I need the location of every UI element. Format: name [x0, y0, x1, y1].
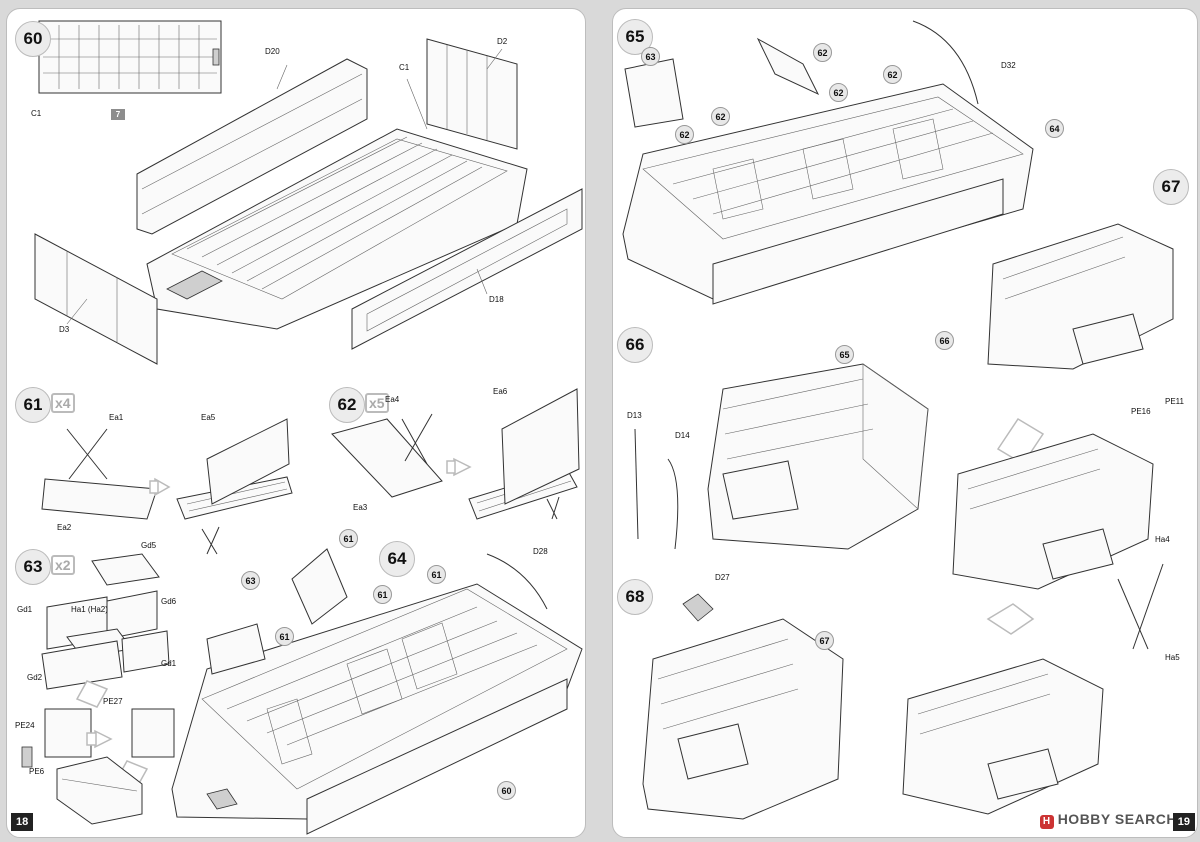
part-label-d3: D3 — [59, 325, 70, 334]
part-label-ea2: Ea2 — [57, 523, 72, 532]
part-label-ea1: Ea1 — [109, 413, 124, 422]
step-68-number: 68 — [617, 579, 653, 615]
step60-chassis — [34, 38, 583, 365]
part-label-pe6: PE6 — [29, 767, 45, 776]
watermark-text: HOBBY SEARCH — [1057, 811, 1177, 827]
step61-seat-parts — [41, 418, 293, 555]
page-number-right: 19 — [1172, 813, 1195, 831]
part-label-d28: D28 — [533, 547, 548, 556]
right-page-drawings — [622, 20, 1174, 820]
part-label-d14: D14 — [675, 431, 690, 440]
part-label-pe11: PE11 — [1165, 397, 1184, 406]
step65-assembly — [622, 20, 1034, 305]
page-number: 18 — [11, 813, 34, 831]
step-callout-61-c: 61 — [427, 565, 446, 584]
step-callout-63: 63 — [241, 571, 260, 590]
step-callout-64: 64 — [1045, 119, 1064, 138]
watermark-logo-icon: H — [1039, 815, 1054, 829]
step-callout-62-b: 62 — [829, 83, 848, 102]
instruction-page-left: 60 61 x4 62 x5 63 x2 64 C1 7 D20 C1 D2 D… — [6, 8, 586, 838]
part-label-gd1: Gd1 — [17, 605, 33, 614]
part-label-ea6: Ea6 — [493, 387, 508, 396]
step-62-multiplier: x5 — [365, 393, 389, 413]
step-67-number: 67 — [1153, 169, 1189, 205]
step62-seat-parts — [331, 388, 580, 520]
step-callout-67: 67 — [815, 631, 834, 650]
step-64-number: 64 — [379, 541, 415, 577]
left-page-drawings — [21, 20, 583, 835]
step-callout-61-d: 61 — [275, 627, 294, 646]
part-label-gd5: Gd5 — [141, 541, 157, 550]
part-label-pe27: PE27 — [103, 697, 123, 706]
step-callout-61: 61 — [339, 529, 358, 548]
step-callout-62-d: 62 — [711, 107, 730, 126]
part-label-ha4: Ha4 — [1155, 535, 1170, 544]
part-label-d27: D27 — [715, 573, 730, 582]
step67-assembly — [902, 223, 1174, 815]
part-label-gd6: Gd6 — [161, 597, 177, 606]
instruction-page-right: 65 66 67 68 D32 63 62 62 62 62 62 64 D13… — [612, 8, 1198, 838]
part-label-ha1: Ha1 (Ha2) — [71, 605, 108, 614]
step-callout-62-c: 62 — [883, 65, 902, 84]
step-66-number: 66 — [617, 327, 653, 363]
part-label-ha5: Ha5 — [1165, 653, 1180, 662]
part-label-c1-second: C1 — [399, 63, 410, 72]
part-label-d2: D2 — [497, 37, 508, 46]
step-callout-63: 63 — [641, 47, 660, 66]
step64-assembly — [171, 548, 583, 835]
part-label-pe24: PE24 — [15, 721, 35, 730]
step68-assembly — [642, 593, 844, 820]
part-label-d32: D32 — [1001, 61, 1016, 70]
part-label-pe16: PE16 — [1131, 407, 1151, 416]
step-63-number: 63 — [15, 549, 51, 585]
step-callout-60: 60 — [497, 781, 516, 800]
step-61-multiplier: x4 — [51, 393, 75, 413]
part-label-d13: D13 — [627, 411, 642, 420]
step-callout-62-e: 62 — [675, 125, 694, 144]
part-label-ea4: Ea4 — [385, 395, 400, 404]
part-label-ea5: Ea5 — [201, 413, 216, 422]
step63-box-parts — [21, 553, 175, 825]
step-callout-62: 62 — [813, 43, 832, 62]
part-label-ea3: Ea3 — [353, 503, 368, 512]
step60-thumbnail — [38, 20, 222, 94]
step66-assembly — [634, 363, 929, 550]
step-62-number: 62 — [329, 387, 365, 423]
part-label-c1: C1 — [31, 109, 42, 118]
step-callout-61-b: 61 — [373, 585, 392, 604]
paint-badge: 7 — [111, 109, 125, 120]
step-callout-65: 65 — [835, 345, 854, 364]
step-callout-66: 66 — [935, 331, 954, 350]
part-label-d20: D20 — [265, 47, 280, 56]
part-label-gd2: Gd2 — [27, 673, 43, 682]
part-label-gd1-second: Gd1 — [161, 659, 177, 668]
step-60-number: 60 — [15, 21, 51, 57]
part-label-d18: D18 — [489, 295, 504, 304]
step-61-number: 61 — [15, 387, 51, 423]
step-63-multiplier: x2 — [51, 555, 75, 575]
